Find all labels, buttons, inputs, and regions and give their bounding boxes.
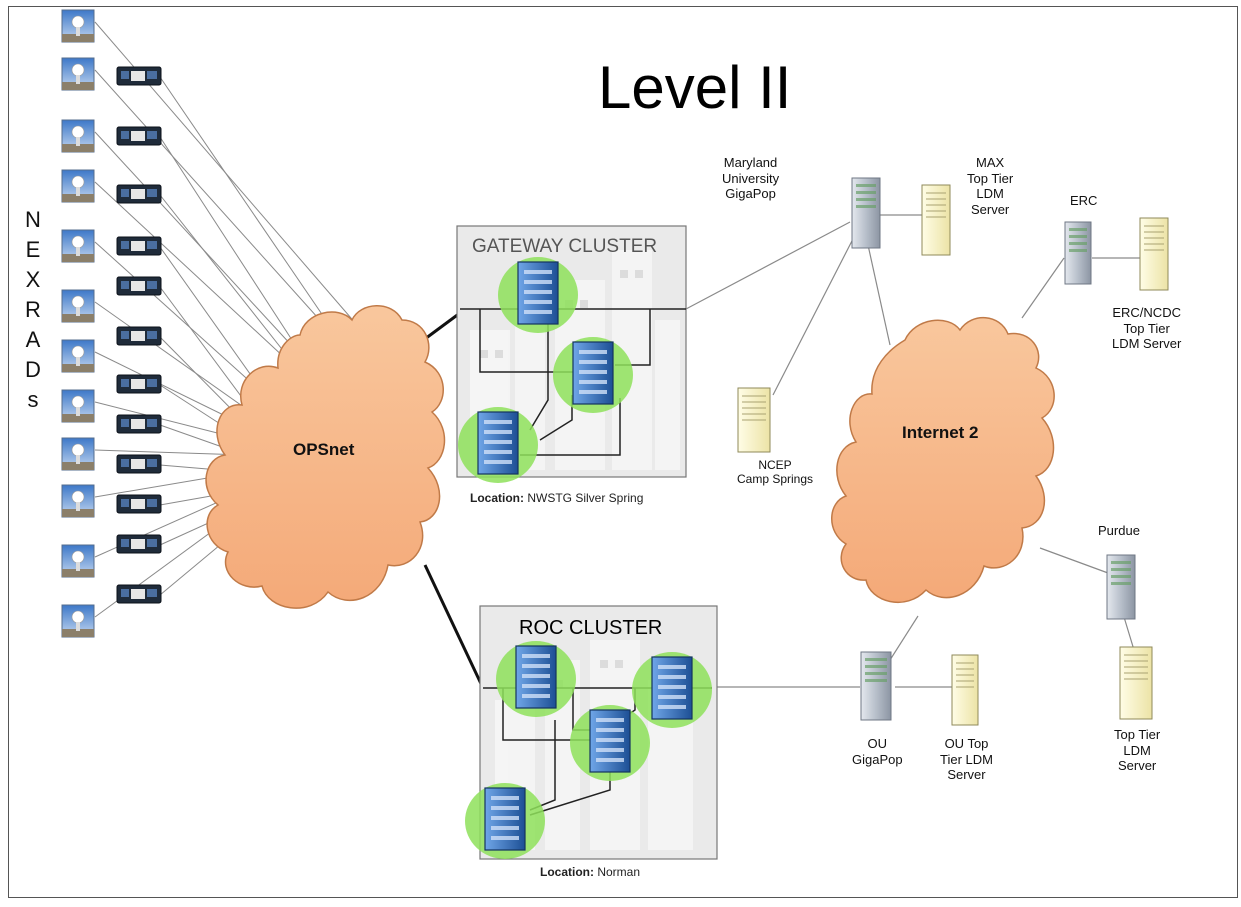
- internet2-cloud: [831, 316, 1055, 604]
- label-line: Top Tier: [967, 170, 1014, 186]
- ldm-server-icon: [921, 184, 951, 256]
- label-line: Top Tier: [1114, 727, 1161, 742]
- nexrads-vertical-label: N E X R A D s: [22, 205, 44, 415]
- gateway-location-key: Location:: [470, 491, 524, 505]
- blade-server-icon: [496, 641, 576, 717]
- maryland-gigapop-label: Maryland University GigaPop: [722, 155, 779, 202]
- tower-server-icon: [1064, 221, 1092, 285]
- label-line: Server: [970, 201, 1010, 217]
- ou-server-label: OU Top Tier LDM Server: [940, 736, 993, 783]
- nexrads-letter: E: [25, 237, 41, 262]
- nexrads-letter: s: [27, 387, 39, 412]
- ou-gigapop-label: OU GigaPop: [852, 736, 903, 767]
- tower-server-icon: [860, 651, 892, 721]
- radar-site-icon: [61, 119, 95, 153]
- max-server-label: MAX Top Tier LDM Server: [967, 155, 1013, 217]
- opsnet-cloud: [205, 305, 446, 609]
- ncep-label: NCEP Camp Springs: [737, 458, 813, 487]
- nexrads-letter: A: [25, 327, 41, 352]
- tower-server-icon: [851, 177, 881, 249]
- label-line: Maryland: [723, 155, 778, 170]
- modem-icon: [116, 454, 162, 474]
- ldm-server-icon: [1139, 217, 1169, 291]
- label-line: GigaPop: [725, 186, 776, 202]
- label-line: Top Tier: [1123, 320, 1170, 336]
- radar-site-icon: [61, 9, 95, 43]
- blade-server-icon: [632, 652, 712, 728]
- label-line: GigaPop: [852, 751, 903, 767]
- gateway-location: Location: NWSTG Silver Spring: [470, 491, 643, 505]
- modem-icon: [116, 236, 162, 256]
- nexrads-letter: D: [25, 357, 41, 382]
- network-links: [685, 214, 1140, 688]
- radar-site-icon: [61, 484, 95, 518]
- radar-site-icon: [61, 544, 95, 578]
- radar-site-icon: [61, 339, 95, 373]
- blade-server-icon: [465, 783, 545, 859]
- label-line: OU Top: [944, 736, 989, 751]
- label-line: Server: [947, 767, 986, 783]
- purdue-server-label: Top Tier LDM Server: [1114, 727, 1160, 774]
- label-line: Server: [1117, 758, 1157, 774]
- ldm-server-icon: [1119, 646, 1153, 720]
- modem-icon: [116, 66, 162, 86]
- modem-icon: [116, 534, 162, 554]
- label-line: OU: [867, 736, 888, 751]
- modem-icon: [116, 374, 162, 394]
- gateway-location-value: NWSTG Silver Spring: [527, 491, 644, 505]
- modem-icon: [116, 126, 162, 146]
- label-line: NCEP: [758, 458, 792, 472]
- diagram-title: Level II: [598, 54, 792, 121]
- label-line: ERC/NCDC: [1112, 305, 1181, 320]
- label-line: Purdue: [1098, 523, 1140, 538]
- erc-ncdc-server-label: ERC/NCDC Top Tier LDM Server: [1112, 305, 1181, 352]
- opsnet-roc-link: [423, 564, 485, 689]
- roc-location-key: Location:: [540, 865, 594, 879]
- modem-icon: [116, 326, 162, 346]
- blade-server-icon: [498, 257, 578, 333]
- label-line: LDM Server: [1112, 336, 1182, 352]
- roc-cluster-title: ROC CLUSTER: [519, 617, 663, 639]
- radar-site-icon: [61, 604, 95, 638]
- roc-location: Location: Norman: [540, 865, 640, 879]
- modem-icon: [116, 414, 162, 434]
- erc-label: ERC: [1070, 193, 1097, 209]
- tower-server-icon: [1106, 554, 1136, 620]
- modem-icon: [116, 184, 162, 204]
- radar-site-icon: [61, 229, 95, 263]
- nexrads-letter: X: [25, 267, 41, 292]
- blade-server-icon: [553, 337, 633, 413]
- modem-icon: [116, 494, 162, 514]
- label-line: LDM: [1123, 742, 1151, 758]
- purdue-label: Purdue: [1098, 523, 1140, 539]
- radar-site-icon: [61, 169, 95, 203]
- gateway-cluster-title: GATEWAY CLUSTER: [472, 236, 658, 257]
- label-line: Tier LDM: [940, 751, 993, 767]
- label-line: University: [722, 170, 780, 186]
- modem-icon: [116, 276, 162, 296]
- modem-icon: [116, 584, 162, 604]
- label-line: ERC: [1070, 193, 1098, 208]
- radar-site-icon: [61, 437, 95, 471]
- label-line: Camp Springs: [737, 472, 814, 487]
- label-line: LDM: [976, 186, 1004, 202]
- label-line: MAX: [976, 155, 1005, 170]
- blade-server-icon: [458, 407, 538, 483]
- nexrads-letter: R: [25, 297, 41, 322]
- radar-site-icon: [61, 289, 95, 323]
- radar-site-icon: [61, 389, 95, 423]
- internet2-label: Internet 2: [902, 423, 979, 442]
- roc-location-value: Norman: [597, 865, 641, 879]
- ldm-server-icon: [737, 387, 771, 453]
- radar-site-icon: [61, 57, 95, 91]
- opsnet-label: OPSnet: [293, 440, 355, 459]
- nexrads-letter: N: [25, 207, 41, 232]
- blade-server-icon: [570, 705, 650, 781]
- ldm-server-icon: [951, 654, 979, 726]
